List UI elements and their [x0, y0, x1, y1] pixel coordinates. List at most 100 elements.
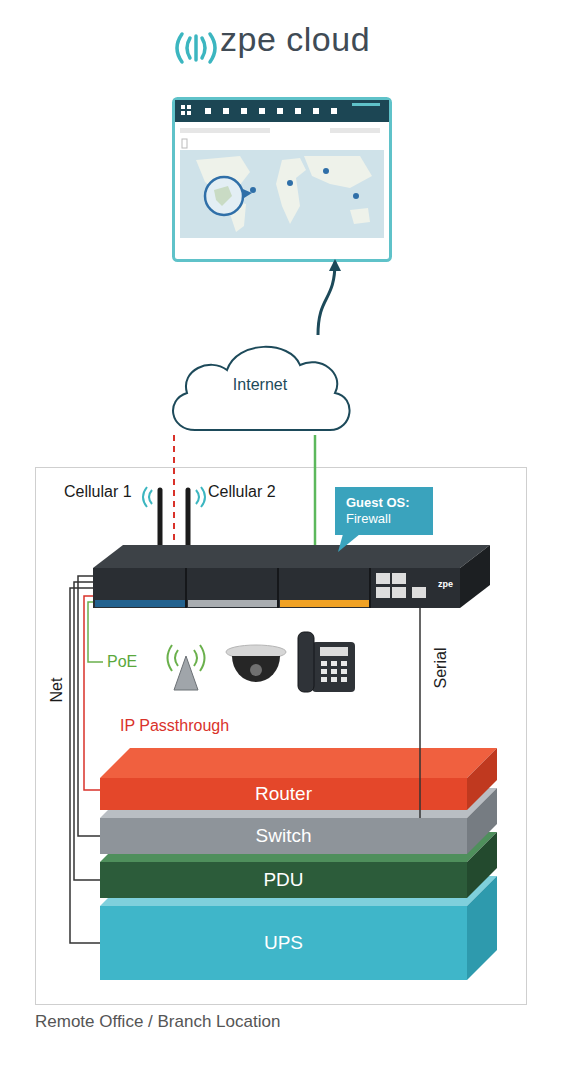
node-text: Guest OS: [346, 495, 410, 511]
menu-square [313, 108, 319, 114]
node-text: zpe [438, 579, 453, 590]
device-top [93, 545, 490, 568]
wireless-arc [196, 490, 199, 504]
connector [318, 262, 335, 335]
map-land [350, 208, 370, 224]
pdu-box: PDU [100, 862, 467, 898]
connector [419, 608, 421, 818]
phone-key [321, 669, 327, 674]
router-box: Router [100, 778, 467, 810]
phone-display [320, 647, 348, 656]
browser-window [174, 99, 391, 261]
magnifier [205, 177, 243, 215]
access-point-icon [174, 656, 198, 690]
phone-key [321, 677, 327, 682]
wireless-arc [200, 645, 205, 671]
console-server [93, 545, 490, 608]
module-divider [369, 568, 371, 608]
node-text: UPS [264, 932, 303, 955]
module-stripe [280, 600, 369, 607]
map-sea [180, 150, 384, 238]
network-port [376, 587, 390, 598]
toolbar [330, 128, 380, 133]
wireless-arc [168, 645, 173, 671]
phone-key [331, 669, 337, 674]
phone-base [312, 642, 355, 692]
magnifier-land [214, 186, 232, 206]
node-text: Remote Office / Branch Location [35, 1012, 280, 1032]
poe-wire [88, 602, 103, 662]
router-top [100, 748, 497, 778]
phone-key [341, 677, 347, 682]
wireless-arc [143, 487, 147, 507]
map-land [304, 156, 372, 188]
grid-icon [187, 105, 191, 109]
grid-icon [181, 105, 185, 109]
phone-key [321, 661, 327, 666]
edge-label: IP Passthrough [118, 716, 231, 735]
connector [70, 588, 100, 943]
phone-handset [298, 632, 314, 692]
node-text: zpe cloud [220, 19, 370, 60]
poe-label: PoE [107, 652, 137, 671]
window-frame [174, 99, 391, 261]
phone-key [331, 661, 337, 666]
phone-key [331, 677, 337, 682]
node-text: PDU [263, 869, 303, 892]
callout-pointer [338, 534, 360, 552]
map-pin [353, 193, 359, 199]
window-header [175, 100, 389, 122]
antenna [186, 490, 191, 548]
connector [173, 435, 175, 545]
node-text: Router [255, 783, 312, 806]
menu-square [223, 108, 229, 114]
device-front [93, 568, 460, 608]
logo-bar [194, 36, 198, 60]
internet-cloud: Internet [165, 335, 355, 435]
grid-icon [181, 111, 185, 115]
pdu-front [100, 862, 467, 898]
menu-square [241, 108, 247, 114]
serial-port [412, 587, 426, 598]
map-land [276, 158, 306, 224]
zoom-control [182, 139, 187, 148]
callout-box: Guest OS:Firewall [335, 487, 433, 535]
map-pin [323, 168, 329, 174]
phone-key [341, 661, 347, 666]
toolbar [180, 128, 270, 133]
wireless-arc [175, 650, 178, 666]
module-stripe [95, 600, 185, 607]
menu-square [295, 108, 301, 114]
camera-dome [232, 656, 280, 682]
callout-bubble [335, 487, 433, 535]
router-front [100, 778, 467, 810]
map-pin [250, 187, 256, 193]
console-server: zpe [93, 545, 490, 608]
antenna [158, 490, 163, 548]
net-label: Net [47, 678, 66, 703]
connector [314, 435, 317, 545]
site-group: Remote Office / Branch LocationGuest OS:… [35, 467, 527, 1005]
connector [78, 576, 100, 836]
internet-cloud [173, 347, 350, 430]
logo-arc [210, 34, 215, 62]
switch-front [100, 818, 467, 854]
ups-box: UPS [100, 906, 467, 980]
menu-square [331, 108, 337, 114]
device-side [460, 545, 490, 608]
equipment-stack [100, 748, 497, 980]
antenna-label: Cellular 2 [208, 482, 276, 501]
edge-label: Serial [431, 646, 450, 691]
connector [74, 582, 100, 880]
ups-front [100, 906, 467, 980]
network-port [392, 573, 406, 584]
node-body-text: Firewall [346, 511, 391, 527]
site-boundary [36, 468, 527, 1005]
header-bar [352, 103, 380, 106]
switch-box: Switch [100, 818, 467, 854]
map-pin [287, 180, 293, 186]
poe-devices [168, 632, 356, 692]
camera-lens [250, 664, 262, 676]
